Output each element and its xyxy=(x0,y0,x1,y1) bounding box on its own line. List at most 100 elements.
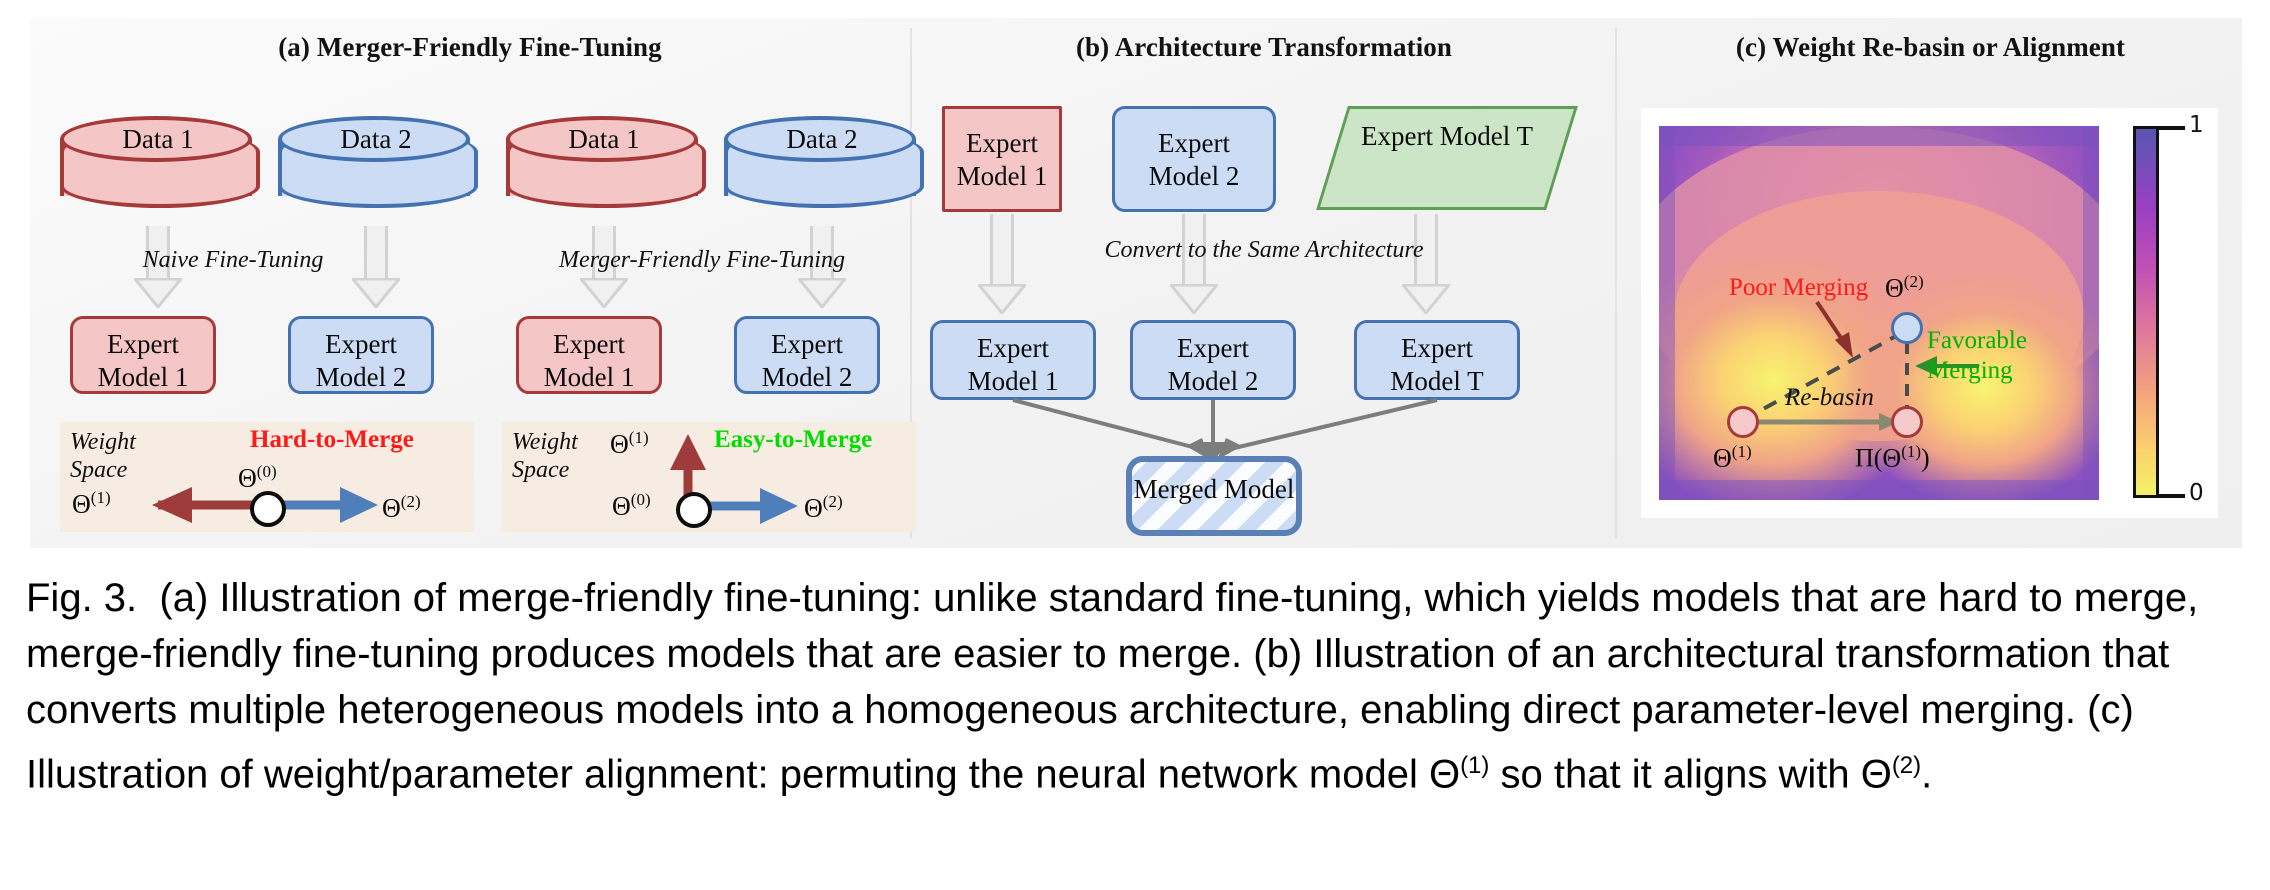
theta-1-right: Θ(1) xyxy=(610,428,649,460)
box-line1: Expert xyxy=(325,329,397,359)
theta-glyph: Θ xyxy=(610,429,629,459)
theta-origin-left: Θ(0) xyxy=(238,462,277,494)
figure-caption: Fig. 3. (a) Illustration of merge-friend… xyxy=(26,570,2248,802)
process-arrow-a3 xyxy=(580,226,628,310)
theta-sup: (0) xyxy=(256,462,277,481)
theta-sup: (2) xyxy=(1903,272,1924,291)
expert-model-box-a1: Expert Model 1 xyxy=(70,316,216,394)
theta-glyph: Θ xyxy=(1885,273,1904,303)
box-line1: Expert xyxy=(1177,333,1249,363)
theta-glyph: Θ xyxy=(804,493,823,523)
theta-sup: (1) xyxy=(1731,442,1752,461)
box-line2: Model 1 xyxy=(543,362,635,392)
theta-glyph: Π(Θ xyxy=(1855,443,1902,473)
arrow-head xyxy=(978,284,1026,314)
landscape-vectors xyxy=(1742,300,1979,431)
data-cylinder-label: Data 1 xyxy=(122,124,194,154)
box-line2: Model 1 xyxy=(956,161,1048,191)
theta-sup: (1) xyxy=(1901,442,1922,461)
verdict-hard-to-merge: Hard-to-Merge xyxy=(250,426,414,453)
arrow-head xyxy=(1402,284,1450,314)
arrow-stem xyxy=(990,214,1014,288)
convert-arrow-1 xyxy=(978,214,1026,316)
favorable-line1: Favorable xyxy=(1927,327,2027,354)
box-line1: Expert xyxy=(1158,128,1230,158)
hetero-model-box-1: Expert Model 1 xyxy=(942,106,1062,212)
theta-glyph: Θ xyxy=(1713,443,1732,473)
panel-b-title: (b) Architecture Transformation xyxy=(1075,32,1453,62)
box-line2: Model 1 xyxy=(97,362,189,392)
weight-line1: Weight xyxy=(70,429,136,455)
process-label-convert: Convert to the Same Architecture xyxy=(1104,237,1424,263)
box-line2: Model 2 xyxy=(1167,366,1259,396)
favorable-line2: Merging xyxy=(1927,357,2013,384)
box-line1: Expert xyxy=(107,329,179,359)
weight-space-label-left: Weight Space xyxy=(70,428,136,484)
data-cylinder-label: Data 1 xyxy=(568,124,640,154)
theta-sup: (2) xyxy=(400,492,421,511)
theta-1-node xyxy=(1727,406,1759,438)
colorbar xyxy=(2133,126,2159,498)
process-label-naive: Naive Fine-Tuning xyxy=(142,247,324,273)
convert-arrow-2 xyxy=(1170,214,1218,316)
cylinder-top xyxy=(60,116,252,162)
process-arrow-a4 xyxy=(798,226,846,310)
theta-suffix: ) xyxy=(1921,443,1930,473)
panel-a: (a) Merger-Friendly Fine-Tuning Data 1 D… xyxy=(30,18,924,548)
weight-line1: Weight xyxy=(512,429,578,455)
convert-arrow-3 xyxy=(1402,214,1450,316)
arrow-stem xyxy=(592,226,616,282)
theta-glyph: Θ xyxy=(612,491,631,521)
favorable-merging-label: Favorable Merging xyxy=(1927,326,2027,386)
theta-origin-right: Θ(0) xyxy=(612,490,651,522)
data-cylinder-a1: Data 1 xyxy=(60,116,260,224)
rebasin-label: Re-basin xyxy=(1785,384,1874,411)
theta-origin-dot-left xyxy=(250,491,286,527)
figure-canvas: (a) Merger-Friendly Fine-Tuning Data 1 D… xyxy=(30,18,2242,548)
weight-line2: Space xyxy=(512,457,570,483)
box-line2: Model 2 xyxy=(761,362,853,392)
theta-1-landscape-label: Θ(1) xyxy=(1713,442,1752,474)
theta-glyph: Θ xyxy=(72,489,91,519)
arrow-stem xyxy=(810,226,834,282)
arrow-head xyxy=(798,278,846,308)
theta-2-left: Θ(2) xyxy=(382,492,421,524)
panel-separator-ab xyxy=(910,28,912,538)
parallelogram-text: Expert Model T xyxy=(1332,106,1562,210)
panel-c-title: (c) Weight Re-basin or Alignment xyxy=(1735,32,2126,62)
process-arrow-a1 xyxy=(134,226,182,310)
loss-landscape: Poor Merging Favorable Merging Re-basin … xyxy=(1659,126,2099,500)
box-line1: Expert xyxy=(1361,121,1433,151)
cylinder-top xyxy=(278,116,470,162)
panel-b: (b) Architecture Transformation Expert M… xyxy=(914,18,1614,548)
box-line1: Expert xyxy=(977,333,1049,363)
arrow-stem xyxy=(1414,214,1438,288)
panel-separator-bc xyxy=(1615,28,1617,538)
panel-a-title: (a) Merger-Friendly Fine-Tuning xyxy=(278,32,662,62)
theta-sup: (0) xyxy=(630,490,651,509)
hetero-model-box-2: Expert Model 2 xyxy=(1112,106,1276,212)
expert-model-box-a3: Expert Model 1 xyxy=(516,316,662,394)
poor-merging-label: Poor Merging xyxy=(1729,274,1869,301)
weight-space-hard: Weight Space Hard-to-Merge Θ(0) Θ(1) xyxy=(60,422,474,532)
colorbar-tick-min xyxy=(2159,494,2185,498)
data-cylinder-label: Data 2 xyxy=(340,124,412,154)
process-arrow-a2 xyxy=(352,226,400,310)
theta-origin-dot-right xyxy=(676,492,712,528)
theta-sup: (1) xyxy=(628,428,649,447)
arrow-head xyxy=(134,278,182,308)
arrow-stem xyxy=(146,226,170,282)
hetero-model-box-3: Expert Model T xyxy=(1316,106,1578,210)
landscape-card: Poor Merging Favorable Merging Re-basin … xyxy=(1641,108,2218,518)
data-cylinder-label: Data 2 xyxy=(786,124,858,154)
arrow-stem xyxy=(364,226,388,282)
box-line2: Model T xyxy=(1390,366,1484,396)
panel-c: (c) Weight Re-basin or Alignment xyxy=(1619,18,2242,548)
theta-2-right: Θ(2) xyxy=(804,492,843,524)
box-line1: Expert xyxy=(553,329,625,359)
caption-prefix: Fig. 3. xyxy=(26,576,138,620)
verdict-easy-to-merge: Easy-to-Merge xyxy=(714,426,873,453)
box-line2: Model 2 xyxy=(1148,161,1240,191)
caption-part-b: (b) Illustration of an architectural tra… xyxy=(26,632,2170,732)
